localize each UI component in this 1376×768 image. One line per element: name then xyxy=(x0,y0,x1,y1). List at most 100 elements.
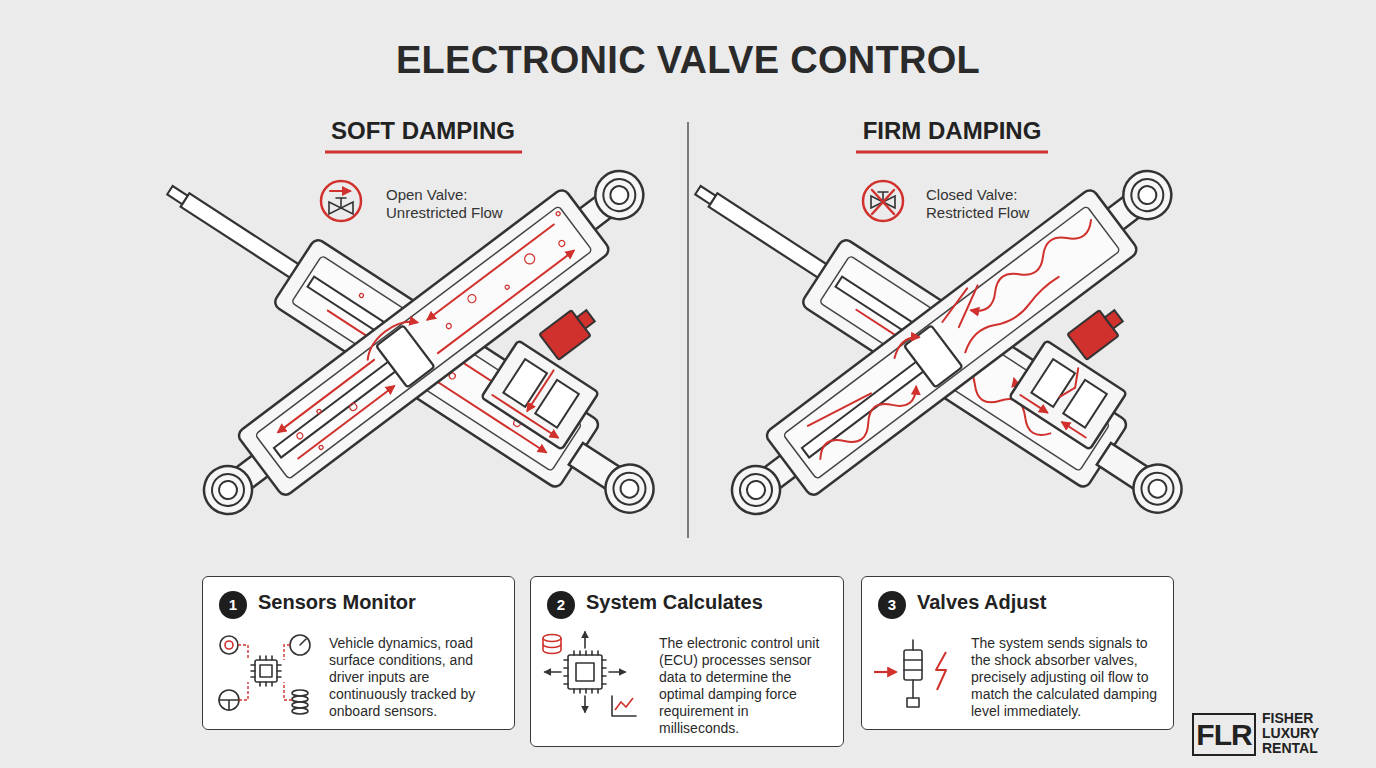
open-valve-icon xyxy=(330,190,350,192)
open-valve-icon xyxy=(321,181,361,221)
ecu-icons xyxy=(545,671,561,673)
step-heading: Valves Adjust xyxy=(917,590,1046,614)
ecu-icons xyxy=(568,655,602,689)
firm-damping-shocks xyxy=(815,380,922,467)
step-description: The electronic control unit (ECU) proces… xyxy=(659,635,831,737)
soft-damping-shocks xyxy=(466,293,477,304)
firm-damping-shocks xyxy=(808,384,871,436)
sensor-icons xyxy=(290,635,310,655)
firm-damping-shocks xyxy=(1009,340,1127,449)
firm-damping-shocks xyxy=(713,149,1191,537)
panel-heading: SOFT DAMPING xyxy=(313,117,533,145)
diagram-title: ELECTRONIC VALVE CONTROL xyxy=(0,38,1376,82)
ecu-icons xyxy=(615,698,633,710)
callout-number: 3 xyxy=(878,591,906,619)
ecu-icons xyxy=(543,632,636,716)
callout-number: 1 xyxy=(219,591,247,619)
step-box: Valves AdjustThe system sends signals to… xyxy=(861,576,1174,730)
logo-text: FLR xyxy=(1194,715,1254,754)
soft-damping-shocks xyxy=(523,252,537,266)
sensor-icons xyxy=(292,690,308,696)
firm-damping-shocks xyxy=(946,285,991,327)
soft-damping-shocks xyxy=(503,359,547,407)
soft-damping-shocks xyxy=(504,284,510,290)
open-valve-icon xyxy=(336,198,346,208)
valve-adjust-icons xyxy=(907,698,919,707)
step-box-ground xyxy=(530,576,844,747)
soft-damping-shocks xyxy=(185,149,663,537)
firm-damping-shocks xyxy=(1063,380,1107,428)
sensor-icons xyxy=(219,700,239,710)
sensor-icons xyxy=(238,645,292,700)
firm-damping-shocks xyxy=(676,149,1199,537)
ecu-icons xyxy=(564,651,606,693)
soft-damping-shocks xyxy=(318,445,324,451)
logo-box: FLR xyxy=(1192,713,1256,756)
brand-name: FISHER LUXURY RENTAL xyxy=(1262,711,1338,756)
soft-damping-shocks xyxy=(360,313,417,360)
valve-adjust-icons xyxy=(912,680,914,698)
valve-adjust-icons xyxy=(904,660,922,670)
soft-damping-shocks xyxy=(539,303,600,360)
sensor-icons xyxy=(292,708,308,714)
firm-damping-shocks xyxy=(890,333,920,358)
step-box-ground xyxy=(861,576,1174,730)
valve-state-label: Closed Valve: Restricted Flow xyxy=(926,186,1076,222)
closed-valve-icon xyxy=(872,190,894,214)
valve-state-label: Open Valve: Unrestricted Flow xyxy=(386,186,536,222)
step-number-badge: 3 xyxy=(878,591,906,619)
sensor-icons xyxy=(251,656,281,686)
firm-damping-shocks xyxy=(1105,310,1123,328)
soft-damping-shocks xyxy=(296,432,304,440)
valve-adjust-icons xyxy=(912,640,914,650)
soft-damping-shocks xyxy=(185,149,663,537)
step-heading: System Calculates xyxy=(586,590,763,614)
sensor-icons xyxy=(225,641,233,649)
closed-valve-icon xyxy=(863,181,903,221)
firm-damping-shocks xyxy=(1067,303,1128,360)
firm-damping-shocks xyxy=(1060,368,1085,401)
callout-number: 2 xyxy=(547,591,575,619)
valve-adjust-icons xyxy=(936,652,946,690)
soft-damping-shocks xyxy=(481,340,599,449)
soft-damping-shocks xyxy=(148,149,671,537)
valve-adjust-icons xyxy=(904,650,922,680)
soft-damping-shocks xyxy=(527,370,553,410)
closed-valve-icon xyxy=(863,181,903,221)
ecu-icons xyxy=(543,638,561,654)
soft-damping-shocks xyxy=(298,386,394,458)
soft-damping-shocks xyxy=(445,323,452,330)
soft-damping-shocks xyxy=(481,340,599,449)
step-box: Sensors MonitorVehicle dynamics, road su… xyxy=(202,576,515,730)
open-valve-icon xyxy=(321,181,361,221)
step-heading: Sensors Monitor xyxy=(258,590,416,614)
ecu-icons xyxy=(584,632,586,648)
heading-underline xyxy=(856,151,1048,154)
ecu-icons xyxy=(584,696,586,712)
sensor-icons xyxy=(292,702,308,708)
sensor-icons xyxy=(300,639,306,645)
soft-damping-shocks xyxy=(555,211,561,217)
ecu-icons xyxy=(576,663,594,681)
soft-damping-shocks xyxy=(359,293,365,299)
step-number-badge: 2 xyxy=(547,591,575,619)
step-description: The system sends signals to the shock ab… xyxy=(971,635,1163,720)
soft-damping-shocks xyxy=(316,409,322,415)
firm-damping-shocks xyxy=(1009,340,1127,449)
sensor-icons xyxy=(219,635,310,714)
firm-damping-shocks xyxy=(1062,422,1085,437)
soft-damping-shocks xyxy=(558,239,566,247)
firm-damping-shocks xyxy=(1020,395,1047,412)
valve-adjust-icons xyxy=(874,640,946,707)
soft-damping-shocks xyxy=(428,224,554,319)
firm-damping-shocks xyxy=(713,149,1191,537)
heading-underline xyxy=(325,151,522,154)
ecu-icons xyxy=(609,671,625,673)
soft-damping-shocks xyxy=(577,310,595,328)
step-number-badge: 1 xyxy=(219,591,247,619)
sensor-icons xyxy=(292,696,308,702)
panel-heading: FIRM DAMPING xyxy=(842,117,1062,145)
firm-damping-shocks xyxy=(1031,359,1075,407)
step-box-ground xyxy=(202,576,515,730)
